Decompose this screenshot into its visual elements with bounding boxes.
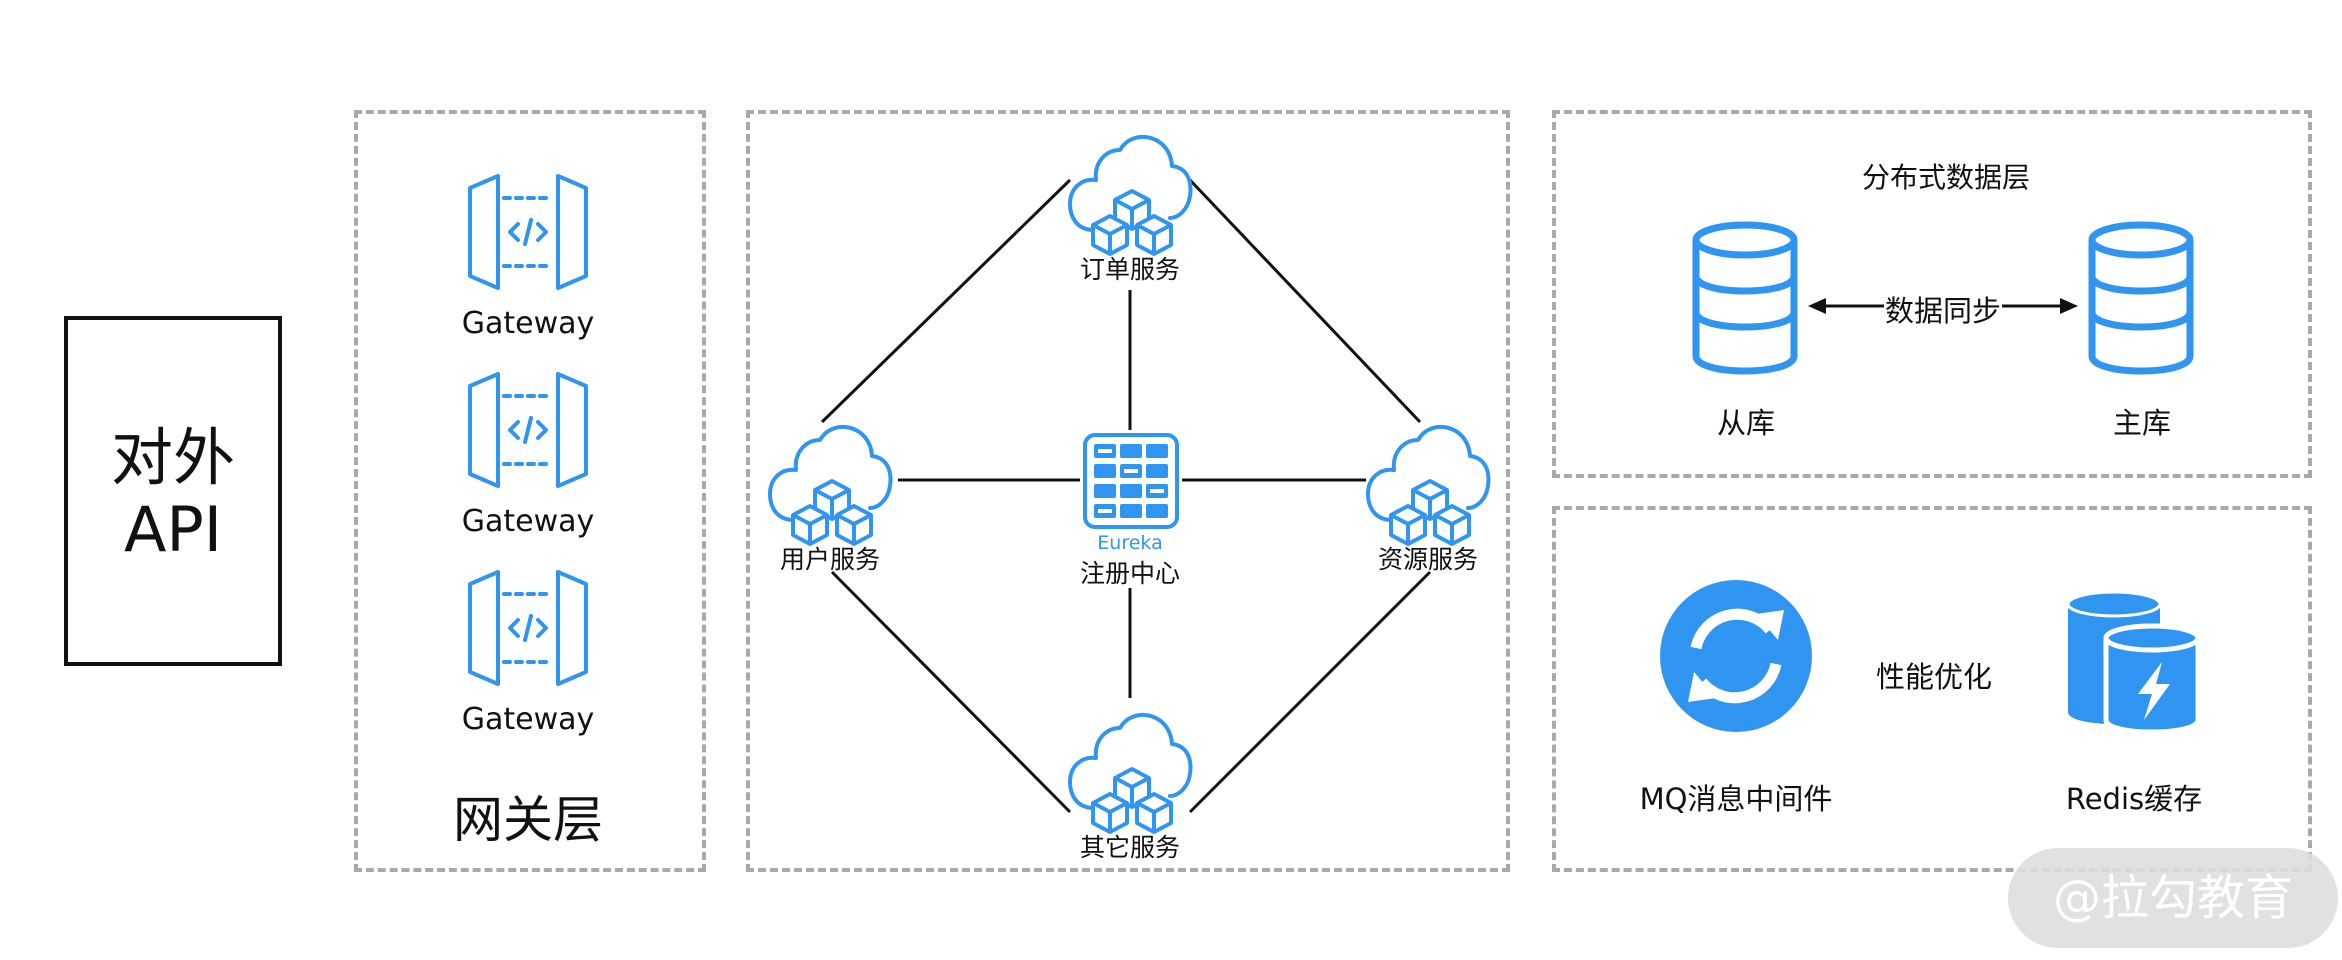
- master-db-label: 主库: [2112, 406, 2172, 440]
- link-user-other: [830, 570, 1072, 814]
- other-service-label: 其它服务: [1079, 833, 1181, 862]
- cloud-service-icon: [1068, 712, 1193, 834]
- sync-label: 数据同步: [1884, 294, 2002, 328]
- cloud-service-icon: [768, 424, 893, 546]
- registry-brand-label: Eureka: [1097, 532, 1163, 554]
- gateway-label-1: Gateway: [461, 306, 595, 341]
- gateway-label-3: Gateway: [461, 702, 595, 737]
- cloud-service-icon: [1068, 134, 1193, 256]
- slave-db-label: 从库: [1716, 406, 1776, 440]
- link-order-user: [820, 178, 1072, 424]
- user-service-label: 用户服务: [779, 545, 881, 574]
- data-layer-box: [1552, 110, 2312, 478]
- link-order-resource: [1188, 178, 1422, 424]
- performance-box: [1552, 506, 2312, 872]
- eureka-registry-icon: [1083, 433, 1179, 529]
- api-gateway-icon: [468, 570, 588, 686]
- data-layer-title: 分布式数据层: [1861, 161, 2031, 194]
- sync-arrow-icon: [1808, 298, 2078, 314]
- api-gateway-icon: [468, 372, 588, 488]
- performance-title: 性能优化: [1875, 660, 1993, 694]
- database-icon: [2088, 221, 2194, 375]
- database-icon: [1692, 221, 1798, 375]
- order-service-label: 订单服务: [1079, 255, 1181, 284]
- gateway-layer-title: 网关层: [453, 791, 603, 849]
- resource-service-label: 资源服务: [1377, 545, 1479, 574]
- registry-label: 注册中心: [1079, 559, 1181, 588]
- watermark: @拉勾教育: [2008, 848, 2338, 948]
- gateway-layer-box: [354, 110, 706, 872]
- api-gateway-icon: [468, 174, 588, 290]
- redis-cache-icon: [2066, 590, 2201, 735]
- external-api-box: 对外 API: [64, 316, 282, 666]
- gateway-label-2: Gateway: [461, 504, 595, 539]
- api-box-line2: API: [123, 493, 223, 566]
- redis-label: Redis缓存: [2065, 782, 2203, 816]
- mq-sync-icon: [1660, 580, 1812, 732]
- cloud-service-icon: [1366, 424, 1491, 546]
- mq-label: MQ消息中间件: [1639, 782, 1833, 816]
- api-box-line1: 对外: [110, 421, 235, 494]
- service-layer-box: [746, 110, 1510, 872]
- link-resource-other: [1188, 570, 1432, 814]
